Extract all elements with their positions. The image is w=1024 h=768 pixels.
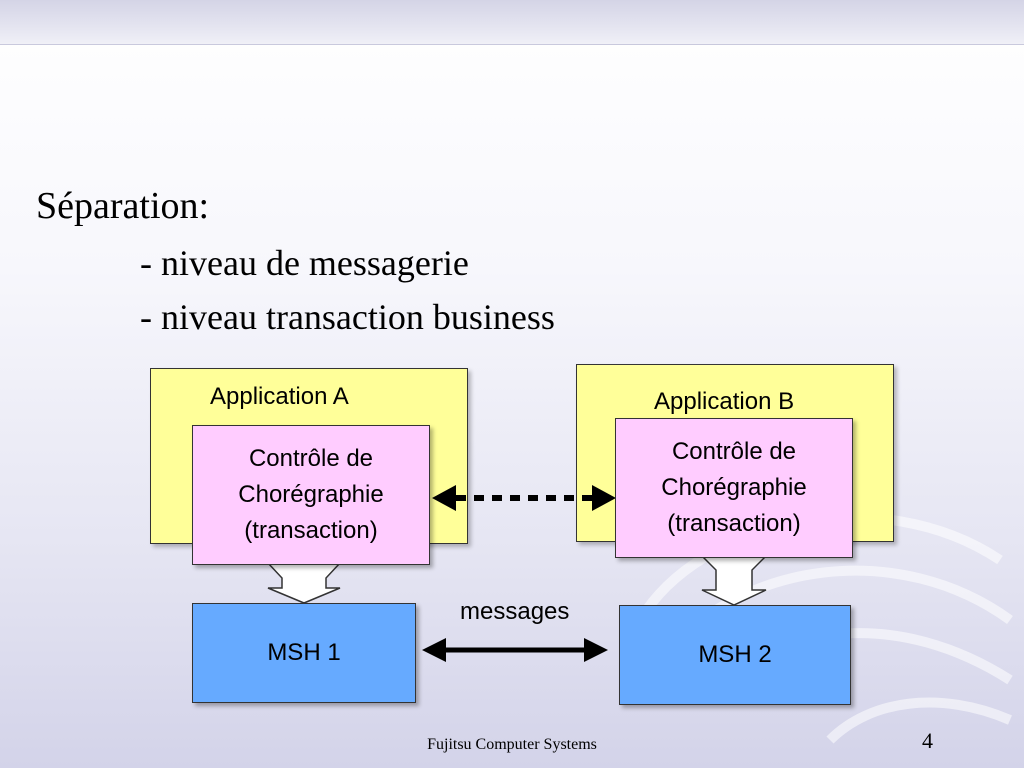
header-band: [0, 0, 1024, 45]
messages-link-right-arrowhead: [584, 638, 608, 662]
choreography-control-b-box: Contrôle de Chorégraphie (transaction): [615, 418, 853, 558]
choreography-b-line-2: Chorégraphie: [661, 474, 807, 501]
choreography-a-line-1: Contrôle de: [248, 445, 374, 472]
messages-link-left-arrowhead: [422, 638, 446, 662]
msh-1-box: MSH 1: [192, 603, 416, 703]
messages-label: messages: [460, 598, 570, 625]
msh-1-label: MSH 1: [267, 639, 341, 666]
bullet-business-transaction-level: - niveau transaction business: [140, 297, 555, 337]
choreography-link-right-arrowhead: [592, 485, 616, 511]
application-b-label: Application B: [654, 388, 795, 415]
choreography-b-line-3: (transaction): [667, 510, 801, 537]
slide-title: Séparation:: [36, 185, 210, 227]
application-a-label: Application A: [210, 383, 349, 410]
choreography-a-line-3: (transaction): [244, 517, 378, 544]
slide-footer: Fujitsu Computer Systems: [427, 736, 597, 753]
choreo-msh-link-b-arrow: [700, 555, 768, 606]
choreography-link-left-arrowhead: [432, 485, 456, 511]
bullet-messaging-level: - niveau de messagerie: [140, 243, 469, 283]
choreo-msh-link-a-arrow: [266, 562, 342, 604]
msh-2-label: MSH 2: [698, 641, 772, 668]
choreography-a-line-2: Chorégraphie: [238, 481, 384, 508]
choreography-b-line-1: Contrôle de: [671, 438, 797, 465]
choreography-control-a-box: Contrôle de Chorégraphie (transaction): [192, 425, 430, 565]
page-number: 4: [922, 728, 933, 753]
msh-2-box: MSH 2: [619, 605, 851, 705]
